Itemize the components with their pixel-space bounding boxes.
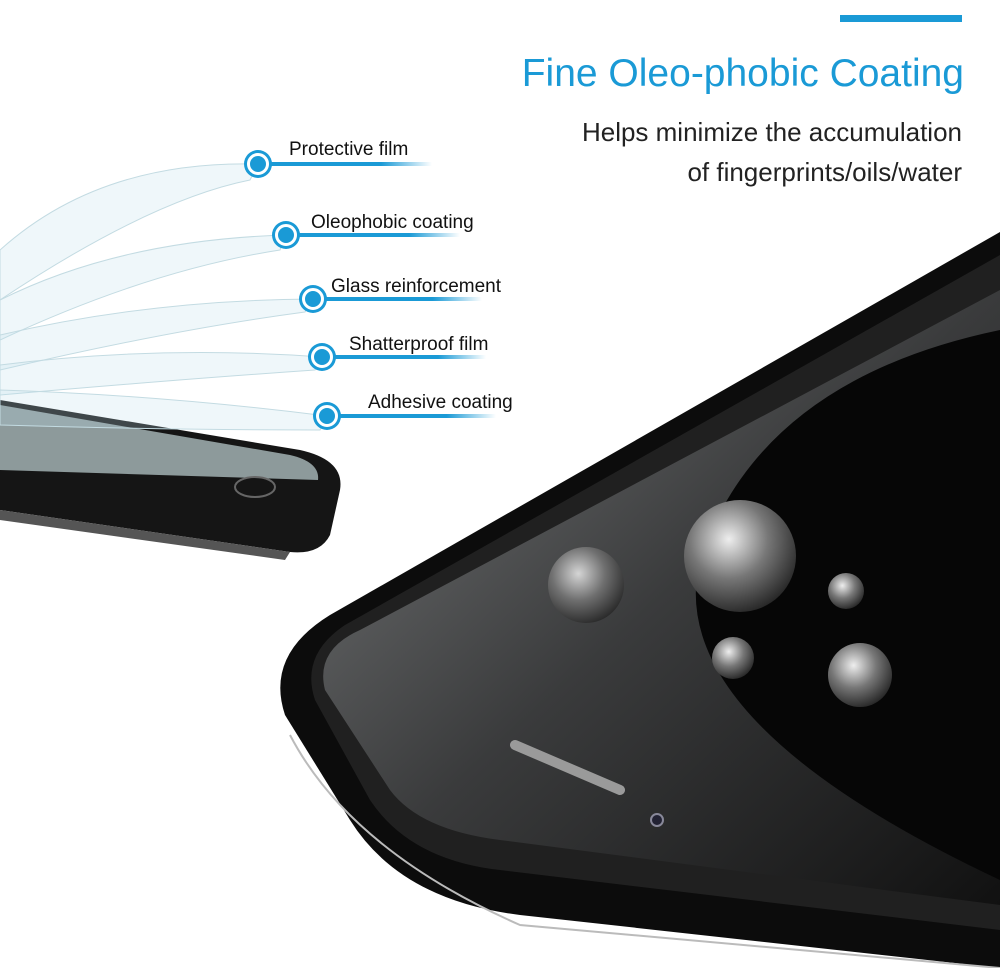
callout-line bbox=[331, 414, 496, 418]
callout-line bbox=[326, 355, 486, 359]
callout-dot-icon bbox=[275, 224, 297, 246]
layer-label: Oleophobic coating bbox=[311, 212, 474, 233]
layer-label: Protective film bbox=[289, 139, 409, 160]
callout-line bbox=[317, 297, 482, 301]
accent-bar bbox=[840, 15, 962, 22]
callout-line bbox=[262, 162, 432, 166]
callout-dot-icon bbox=[316, 405, 338, 427]
callout-dot-icon bbox=[311, 346, 333, 368]
callout-dot-icon bbox=[302, 288, 324, 310]
callout-dot-icon bbox=[247, 153, 269, 175]
layer-label: Glass reinforcement bbox=[331, 276, 502, 297]
small-phone bbox=[0, 163, 341, 560]
large-phone bbox=[280, 232, 1000, 968]
callout-line bbox=[290, 233, 460, 237]
subtitle-line-1: Helps minimize the accumulation bbox=[581, 117, 962, 147]
layer-label: Shatterproof film bbox=[349, 334, 489, 355]
water-droplets bbox=[548, 500, 892, 707]
page-title: Fine Oleo-phobic Coating bbox=[521, 52, 964, 95]
layer-label: Adhesive coating bbox=[368, 392, 513, 413]
subtitle-line-2: of fingerprints/oils/water bbox=[687, 157, 962, 187]
